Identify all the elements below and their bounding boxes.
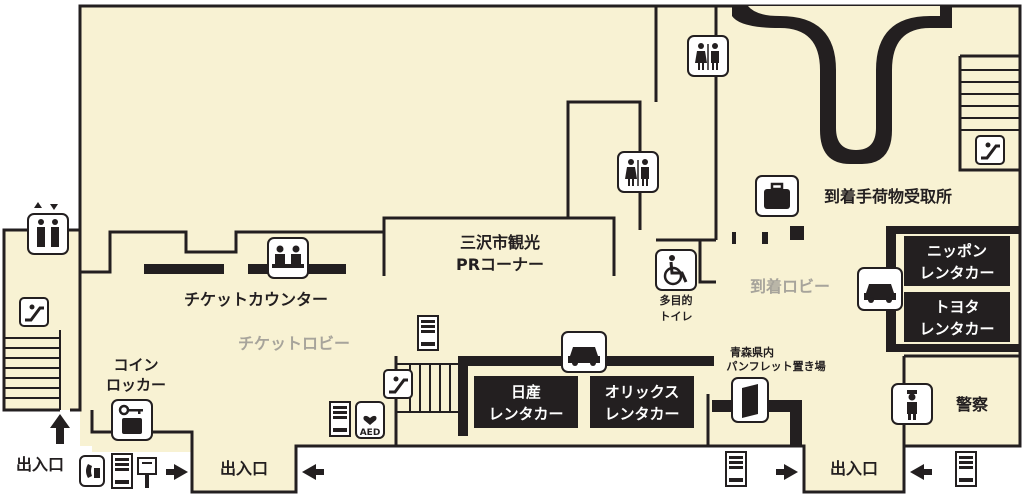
payphone-icon [79, 455, 105, 487]
police-icon [891, 383, 933, 425]
vending-machine-icon [111, 453, 133, 489]
vending-machine-icon [417, 315, 439, 351]
ticket-lobby-label: チケットロビー [238, 334, 350, 353]
entrance-label-left: 出入口 [16, 455, 64, 474]
svg-text:レンタカー: レンタカー [919, 264, 994, 282]
escalator-icon [975, 135, 1005, 165]
aed-icon: AED [355, 401, 385, 439]
stairs-left [4, 330, 61, 410]
entrance-label-center: 出入口 [220, 459, 268, 478]
svg-text:レンタカー: レンタカー [604, 405, 679, 423]
toilet-label-2: トイレ [660, 310, 693, 323]
car-icon [561, 331, 607, 373]
svg-text:レンタカー: レンタカー [488, 405, 563, 423]
pr-corner-label-1: 三沢市観光 [460, 233, 540, 252]
stairs-right [960, 69, 1020, 131]
orix-rental-box: オリックス レンタカー [590, 376, 694, 428]
svg-text:レンタカー: レンタカー [919, 320, 994, 338]
coin-locker-icon [111, 399, 153, 441]
toilet-label-1: 多目的 [660, 293, 693, 307]
pamphlet-icon [731, 377, 769, 423]
svg-text:オリックス: オリックス [605, 383, 680, 401]
restroom-icon [617, 151, 659, 193]
arrow-icon [50, 414, 932, 480]
escalator-icon [19, 297, 49, 327]
baggage-icon [755, 175, 799, 217]
police-label: 警察 [955, 395, 989, 414]
svg-text:日産: 日産 [511, 383, 541, 401]
entrance-label-right: 出入口 [830, 459, 878, 478]
restroom-icon [687, 35, 729, 77]
wheelchair-icon [655, 249, 697, 291]
svg-text:トヨタ: トヨタ [934, 298, 979, 316]
nippon-rental-box: ニッポン レンタカー [904, 236, 1010, 286]
coin-locker-label-1: コイン [113, 356, 158, 374]
nissan-rental-box: 日産 レンタカー [474, 376, 578, 428]
vending-machine-icon [329, 401, 351, 437]
pamphlet-label-1: 青森県内 [730, 345, 774, 359]
ticket-counter-label: チケットカウンター [184, 290, 328, 309]
vending-machine-icon [955, 451, 977, 487]
mailbox-icon [137, 457, 157, 488]
elevator-icon [27, 202, 69, 255]
carousel-belt [748, 6, 940, 150]
svg-text:AED: AED [360, 428, 381, 438]
coin-locker-label-2: ロッカー [106, 376, 166, 394]
pr-corner-label-2: PRコーナー [456, 255, 544, 274]
baggage-claim-label: 到着手荷物受取所 [824, 187, 952, 206]
vending-machine-icon [725, 451, 747, 487]
car-icon [857, 267, 903, 311]
pamphlet-label-2: パンフレット置き場 [726, 359, 825, 373]
arrival-lobby-label: 到着ロビー [750, 277, 830, 296]
escalator-icon [383, 369, 413, 399]
svg-text:ニッポン: ニッポン [927, 242, 987, 260]
information-desk-icon [267, 237, 309, 279]
toyota-rental-box: トヨタ レンタカー [904, 292, 1010, 342]
